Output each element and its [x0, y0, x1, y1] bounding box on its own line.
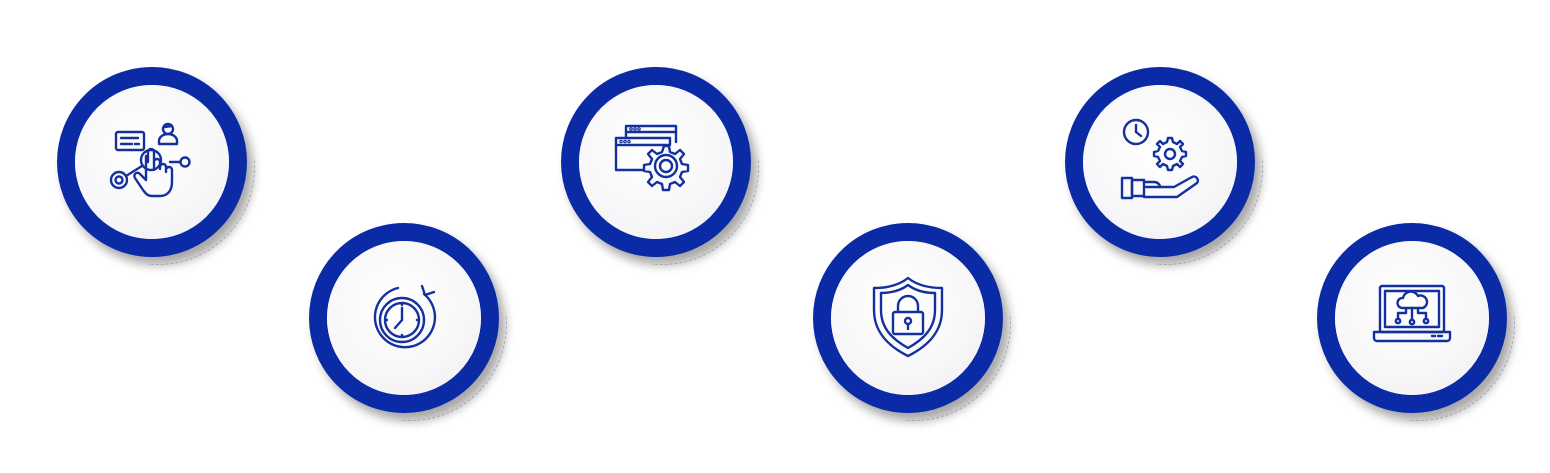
badge-browser-gear — [561, 67, 759, 265]
browser-gear-icon — [614, 124, 690, 192]
badge-shield-lock — [813, 223, 1011, 421]
badge-clock-refresh — [309, 223, 507, 421]
badge-touch-network — [57, 67, 255, 265]
hand-gear-clock-icon — [1120, 118, 1200, 200]
badge-laptop-cloud — [1317, 223, 1515, 421]
laptop-cloud-icon — [1372, 284, 1452, 343]
touch-network-icon — [109, 122, 191, 198]
shield-lock-icon — [872, 276, 944, 358]
clock-refresh-icon — [373, 284, 437, 349]
badge-hand-gear-clock — [1065, 67, 1263, 265]
